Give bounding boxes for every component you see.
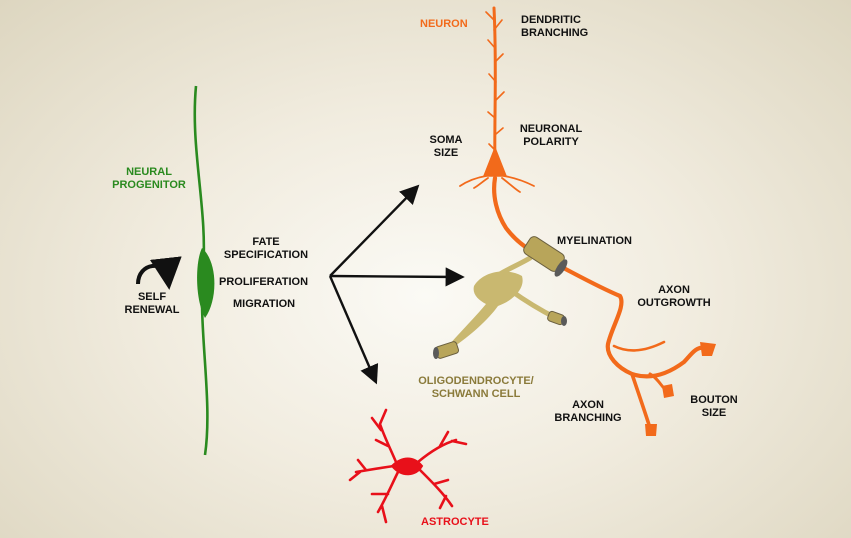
proliferation-label: PROLIFERATION — [219, 276, 309, 288]
self-renewal-label: SELF RENEWAL — [124, 291, 180, 316]
dendritic-branching-label: DENDRITIC BRANCHING — [521, 14, 589, 39]
neuronal-polarity-label: NEURONAL POLARITY — [519, 123, 583, 148]
neural-progenitor-label: NEURAL PROGENITOR — [112, 166, 186, 191]
myelin-sheath — [433, 236, 568, 359]
fate-specification-label: FATE SPECIFICATION — [223, 236, 309, 261]
bouton-size-label: BOUTON SIZE — [690, 394, 738, 419]
soma-size-label: SOMA SIZE — [429, 134, 463, 159]
self-renewal-arrow — [136, 256, 182, 290]
astrocyte-label: ASTROCYTE — [421, 516, 489, 528]
neuron-cell — [459, 6, 707, 430]
oligodendrocyte-label: OLIGODENDROCYTE/ SCHWANN CELL — [418, 375, 534, 400]
neuron-label: NEURON — [420, 18, 468, 30]
migration-label: MIGRATION — [233, 298, 296, 310]
astrocyte-cell — [348, 408, 468, 524]
axon-boutons — [645, 342, 716, 436]
differentiation-arrows — [328, 184, 465, 385]
myelination-label: MYELINATION — [557, 235, 632, 247]
oligodendrocyte-cell — [433, 236, 568, 359]
neural-progenitor-cell — [193, 85, 215, 456]
axon-branching-label: AXON BRANCHING — [554, 399, 622, 424]
axon-outgrowth-label: AXON OUTGROWTH — [637, 284, 711, 309]
